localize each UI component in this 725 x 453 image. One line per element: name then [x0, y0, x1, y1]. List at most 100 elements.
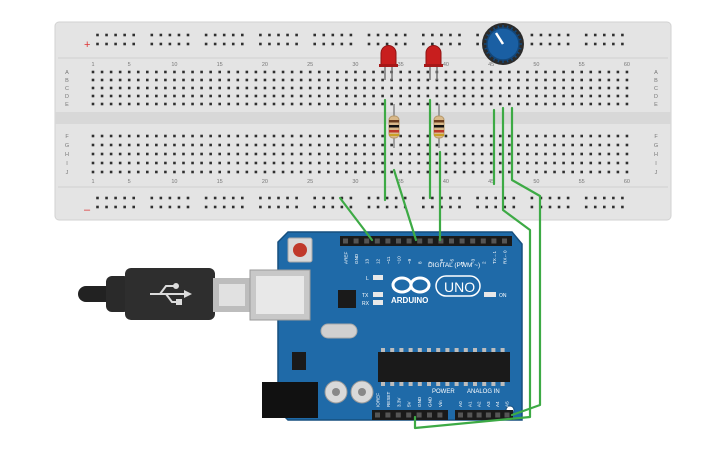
breadboard-hole[interactable] — [236, 86, 240, 90]
breadboard-hole[interactable] — [91, 78, 95, 82]
breadboard-hole[interactable] — [259, 196, 262, 200]
breadboard-hole[interactable] — [263, 170, 267, 174]
breadboard-hole[interactable] — [186, 33, 190, 37]
breadboard-hole[interactable] — [182, 102, 185, 106]
breadboard-hole[interactable] — [535, 70, 538, 74]
breadboard-hole[interactable] — [453, 152, 457, 156]
breadboard-hole[interactable] — [227, 78, 231, 82]
breadboard-hole[interactable] — [227, 152, 231, 156]
breadboard-hole[interactable] — [426, 70, 430, 74]
breadboard-hole[interactable] — [480, 94, 484, 98]
breadboard-hole[interactable] — [91, 70, 95, 74]
breadboard-hole[interactable] — [272, 102, 276, 106]
breadboard-hole[interactable] — [480, 170, 484, 174]
breadboard-hole[interactable] — [245, 70, 249, 74]
breadboard-hole[interactable] — [191, 152, 194, 156]
breadboard-holes[interactable] — [91, 33, 629, 209]
breadboard-hole[interactable] — [517, 94, 520, 98]
breadboard-hole[interactable] — [299, 70, 303, 74]
breadboard-hole[interactable] — [118, 94, 122, 98]
breadboard-hole[interactable] — [222, 196, 226, 200]
breadboard-hole[interactable] — [245, 161, 249, 165]
breadboard-hole[interactable] — [625, 78, 629, 82]
header-hole[interactable] — [375, 412, 380, 418]
breadboard-hole[interactable] — [535, 102, 538, 106]
breadboard-hole[interactable] — [444, 86, 448, 90]
breadboard-hole[interactable] — [458, 205, 461, 209]
breadboard-hole[interactable] — [539, 42, 543, 46]
breadboard-hole[interactable] — [132, 205, 135, 209]
breadboard-hole[interactable] — [607, 170, 611, 174]
breadboard-hole[interactable] — [526, 170, 529, 174]
breadboard-hole[interactable] — [327, 78, 330, 82]
breadboard-hole[interactable] — [327, 70, 330, 74]
breadboard-hole[interactable] — [231, 196, 235, 200]
wires[interactable] — [338, 98, 542, 430]
breadboard-hole[interactable] — [408, 134, 412, 138]
breadboard-hole[interactable] — [399, 152, 402, 156]
breadboard-hole[interactable] — [150, 42, 154, 46]
breadboard-hole[interactable] — [517, 102, 520, 106]
breadboard-hole[interactable] — [245, 78, 249, 82]
breadboard-hole[interactable] — [503, 196, 507, 200]
header-hole[interactable] — [485, 412, 491, 418]
breadboard-hole[interactable] — [593, 33, 597, 37]
breadboard-hole[interactable] — [317, 78, 321, 82]
breadboard-hole[interactable] — [286, 196, 289, 200]
breadboard-hole[interactable] — [173, 70, 176, 74]
breadboard-hole[interactable] — [548, 42, 552, 46]
breadboard-hole[interactable] — [589, 152, 593, 156]
breadboard-hole[interactable] — [571, 70, 574, 74]
breadboard-hole[interactable] — [498, 86, 502, 90]
breadboard-hole[interactable] — [218, 170, 221, 174]
breadboard-hole[interactable] — [458, 196, 461, 200]
breadboard-hole[interactable] — [422, 33, 425, 37]
breadboard-hole[interactable] — [96, 42, 99, 46]
breadboard-hole[interactable] — [254, 134, 258, 138]
breadboard-hole[interactable] — [503, 205, 507, 209]
breadboard-hole[interactable] — [132, 42, 135, 46]
breadboard-hole[interactable] — [480, 143, 484, 147]
breadboard-hole[interactable] — [498, 78, 502, 82]
breadboard-hole[interactable] — [449, 205, 452, 209]
breadboard-hole[interactable] — [580, 70, 583, 74]
breadboard-hole[interactable] — [417, 161, 421, 165]
header-hole[interactable] — [458, 412, 463, 418]
breadboard-hole[interactable] — [245, 170, 249, 174]
breadboard-hole[interactable] — [498, 143, 502, 147]
breadboard-hole[interactable] — [340, 196, 344, 200]
breadboard-hole[interactable] — [127, 152, 131, 156]
breadboard-hole[interactable] — [308, 94, 312, 98]
breadboard-hole[interactable] — [155, 152, 158, 156]
breadboard-hole[interactable] — [204, 205, 208, 209]
header-hole[interactable] — [470, 238, 476, 244]
breadboard-hole[interactable] — [236, 102, 240, 106]
header-hole[interactable] — [353, 238, 359, 244]
breadboard-hole[interactable] — [517, 170, 520, 174]
breadboard-hole[interactable] — [231, 205, 235, 209]
breadboard-hole[interactable] — [317, 94, 321, 98]
breadboard-hole[interactable] — [621, 42, 624, 46]
breadboard-hole[interactable] — [336, 94, 339, 98]
breadboard-hole[interactable] — [625, 134, 629, 138]
header-hole[interactable] — [504, 412, 510, 418]
breadboard-hole[interactable] — [367, 205, 371, 209]
breadboard-hole[interactable] — [191, 161, 194, 165]
breadboard-hole[interactable] — [164, 152, 167, 156]
breadboard-hole[interactable] — [580, 94, 583, 98]
header-hole[interactable] — [437, 412, 443, 418]
breadboard-hole[interactable] — [557, 205, 561, 209]
breadboard-hole[interactable] — [146, 78, 149, 82]
breadboard-hole[interactable] — [290, 152, 294, 156]
breadboard-hole[interactable] — [444, 78, 448, 82]
breadboard-hole[interactable] — [562, 134, 565, 138]
breadboard-hole[interactable] — [281, 102, 285, 106]
header-hole[interactable] — [364, 238, 370, 244]
breadboard-hole[interactable] — [453, 170, 457, 174]
breadboard-hole[interactable] — [290, 94, 294, 98]
breadboard-hole[interactable] — [259, 205, 262, 209]
breadboard-hole[interactable] — [544, 152, 547, 156]
breadboard-hole[interactable] — [390, 152, 393, 156]
breadboard-hole[interactable] — [616, 170, 620, 174]
breadboard-hole[interactable] — [354, 143, 357, 147]
